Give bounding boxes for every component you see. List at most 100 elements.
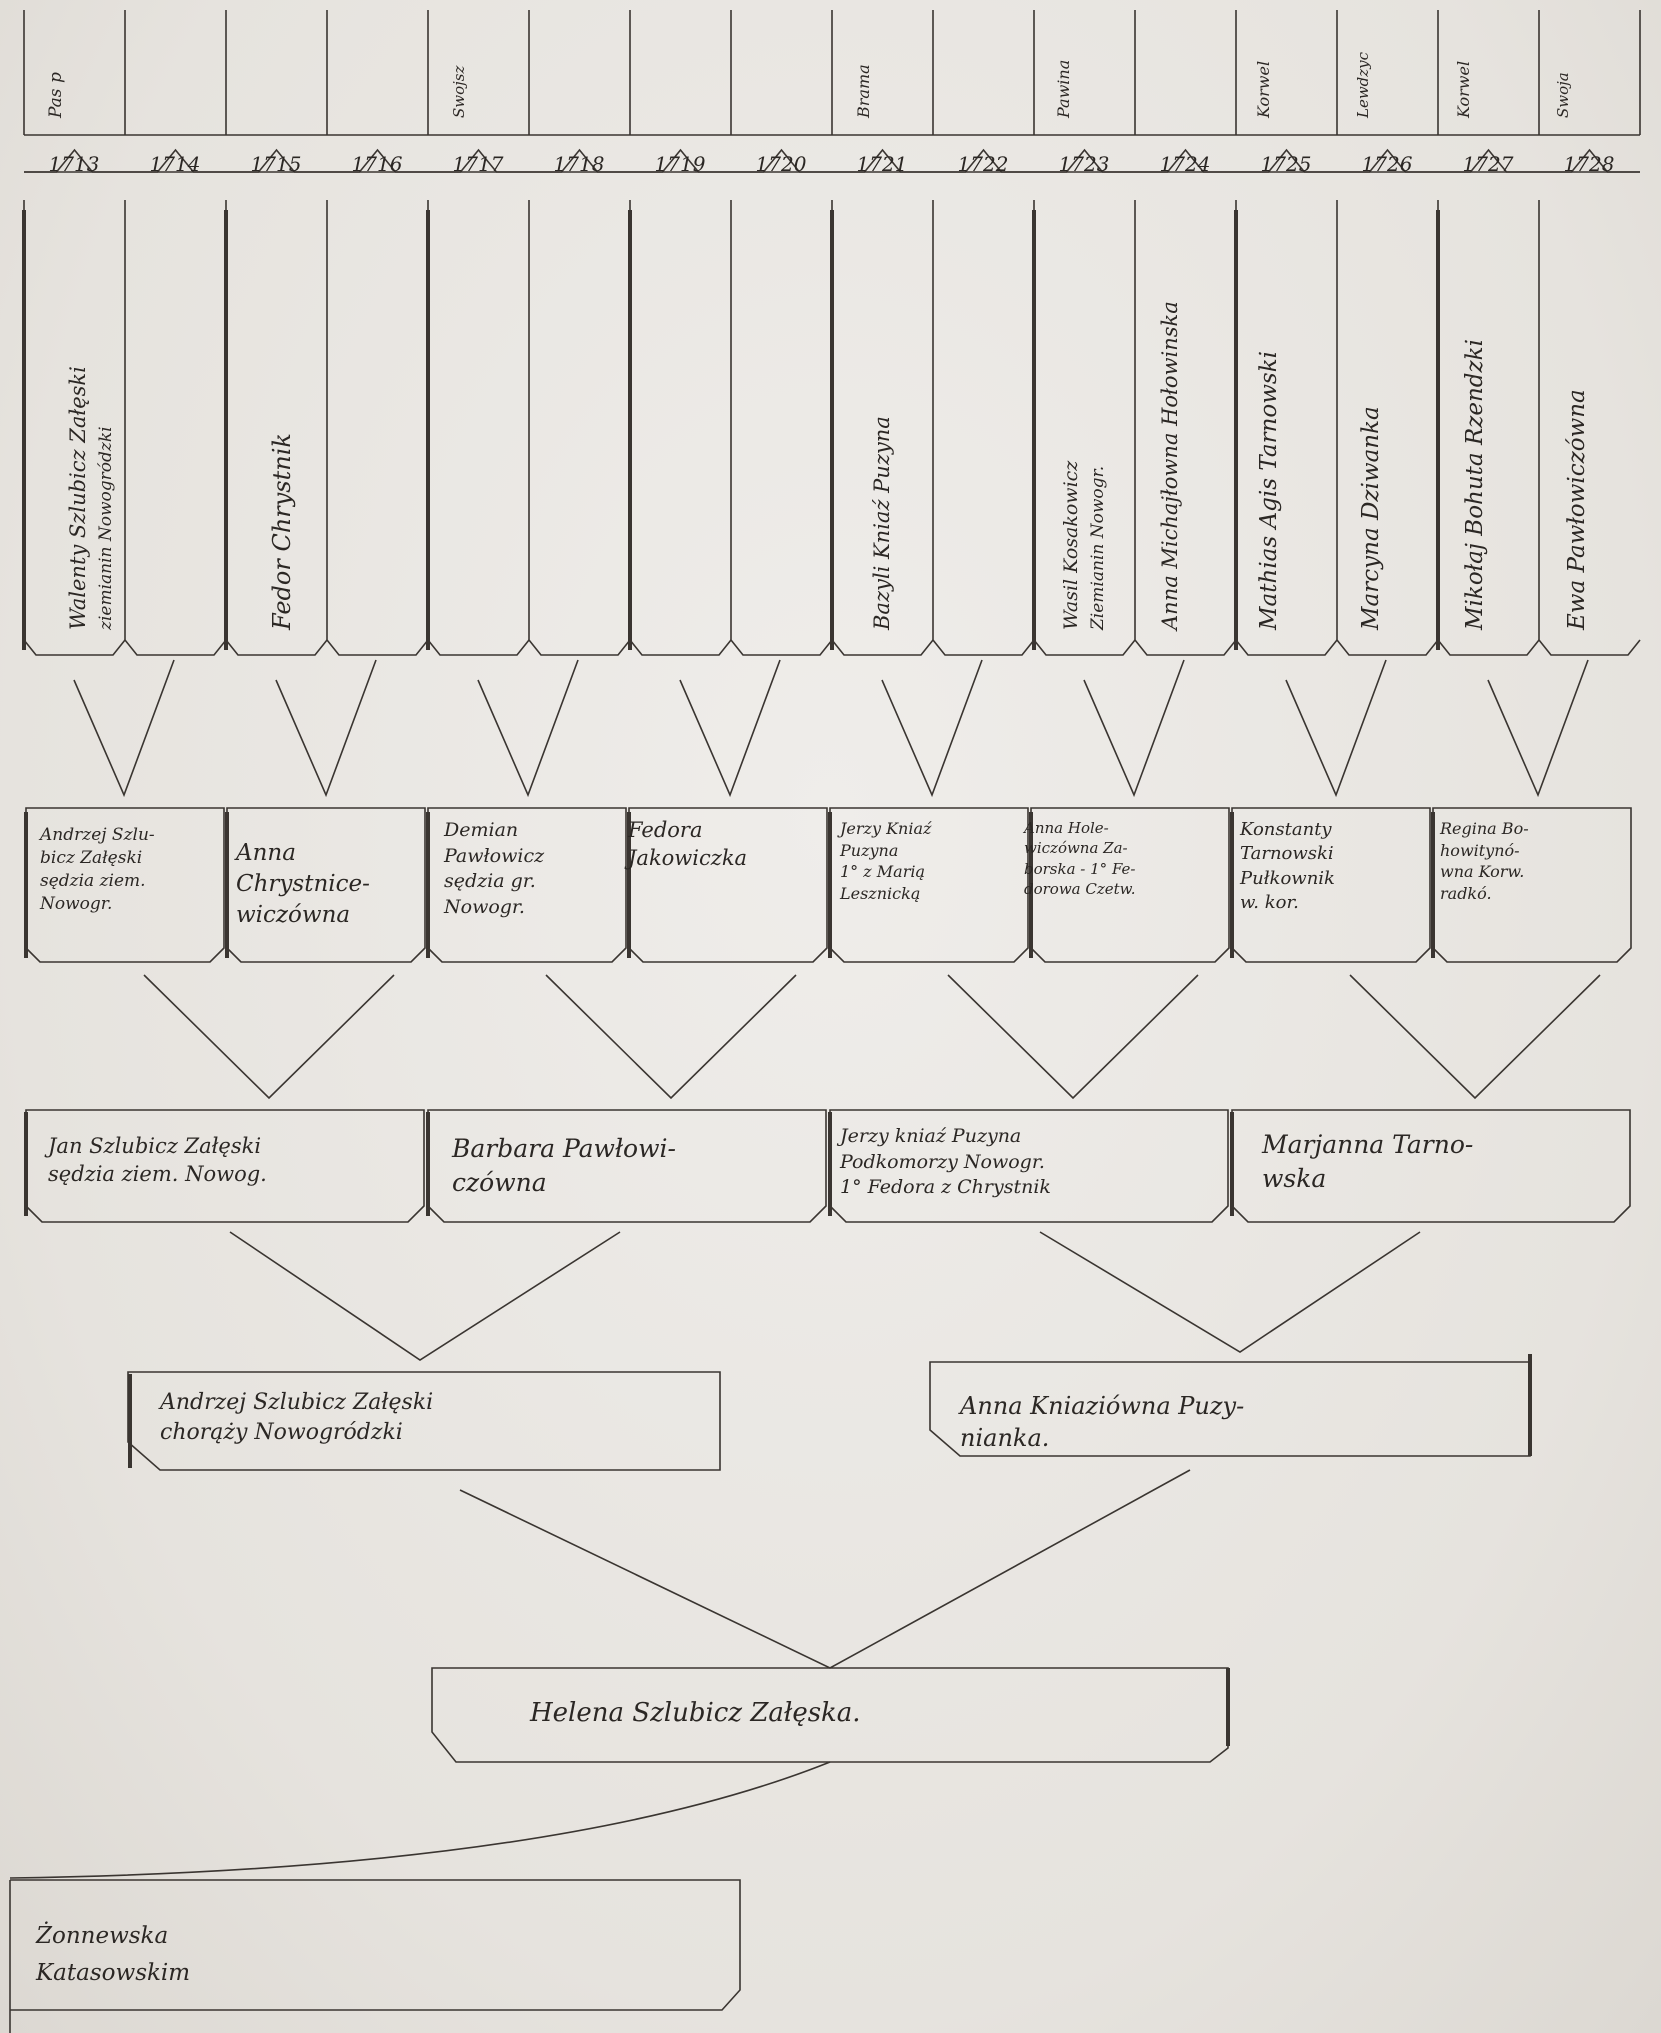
connector-g5-g4 <box>1083 659 1185 798</box>
year-label-1717: 1717 <box>452 152 504 176</box>
gen5-name-8: Mathias Agis Tarnowski <box>1256 350 1282 630</box>
gen5-name-6b: Ziemianin Nowogr. <box>1088 465 1108 630</box>
gen2-person-2: Anna Kniaziówna Puzy- nianka. <box>960 1392 1245 1453</box>
gen5-cell-top <box>1337 148 1438 173</box>
connector-g4-g3 <box>1349 974 1601 1100</box>
year-label-1719: 1719 <box>654 152 706 176</box>
gen5-cell-top <box>226 148 327 173</box>
gen4-person-5: Jerzy Kniaź Puzyna 1° z Marią Lesznicką <box>840 819 932 903</box>
connector-g5-g4 <box>1285 659 1387 798</box>
gen5-cell-bottom <box>124 200 227 656</box>
gen5-cell-top <box>1539 148 1640 173</box>
year-label-1724: 1724 <box>1159 152 1211 176</box>
connector-g4-g3 <box>143 974 395 1100</box>
gen4-person-1: Andrzej Szlu- bicz Załęski sędzia ziem. … <box>40 825 155 914</box>
top-note-1: Pas p <box>46 72 66 118</box>
gen5-cell-top <box>1034 148 1135 173</box>
year-label-1721: 1721 <box>856 152 908 176</box>
year-label-1726: 1726 <box>1361 152 1413 176</box>
gen2-box-right <box>929 1361 1531 1457</box>
gen3-person-4: Marjanna Tarno- wska <box>1262 1130 1474 1193</box>
gen5-cell-top <box>630 148 731 173</box>
gen5-cell-bottom <box>528 200 631 656</box>
gen0-box <box>10 1879 741 2011</box>
year-label-1722: 1722 <box>957 152 1009 176</box>
gen3-person-2: Barbara Pawłowi- czówna <box>452 1134 676 1197</box>
gen4-person-8: Regina Bo- howitynó- wna Korw. radkó. <box>1440 819 1529 903</box>
gen5-cell-bottom <box>932 200 1035 656</box>
gen5-cell-bottom <box>1235 200 1338 656</box>
gen4-person-2: Anna Chrystnice- wiczówna <box>236 840 370 929</box>
year-label-1723: 1723 <box>1058 152 1110 176</box>
gen5-cell-top <box>529 148 630 173</box>
connector-g3-g2-right <box>1039 1231 1421 1353</box>
top-note-3: Brama <box>854 64 873 118</box>
year-label-1715: 1715 <box>250 152 302 176</box>
connector-g5-g4 <box>73 659 175 798</box>
connector-g3-g2-left <box>229 1231 621 1361</box>
connector-g4-g3 <box>947 974 1199 1100</box>
gen5-cell-bottom <box>1336 200 1439 656</box>
gen5-cell-top <box>1438 148 1539 173</box>
gen5-cell-top <box>933 148 1034 173</box>
connector-g2-g1 <box>459 1469 1191 1669</box>
top-note-7: Korwel <box>1454 60 1473 118</box>
gen5-cell-top <box>24 148 125 173</box>
year-label-1725: 1725 <box>1260 152 1312 176</box>
top-note-8: Swoja <box>1554 72 1572 118</box>
gen5-cell-bottom <box>1437 200 1540 656</box>
gen1-person: Helena Szlubicz Załęska. <box>530 1698 861 1728</box>
gen5-name-5: Bazyli Kniaź Puzyna <box>870 416 894 630</box>
gen5-name-1a: Walenty Szlubicz Załęski <box>66 366 90 630</box>
top-note-4: Pawina <box>1054 59 1073 118</box>
connector-g5-g4 <box>679 659 781 798</box>
gen5-cell-bottom <box>427 200 530 656</box>
gen0-note: Żonnewska Katasowskim <box>36 1923 191 1986</box>
gen5-cell-bottom <box>629 200 732 656</box>
year-label-1728: 1728 <box>1563 152 1615 176</box>
gen4-person-4: Fedora Jakowiczka <box>628 818 748 871</box>
gen4-person-6: Anna Hole- wiczówna Za- borska - 1° Fe- … <box>1024 819 1136 898</box>
gen5-name-10: Mikołaj Bohuta Rzendzki <box>1462 339 1488 630</box>
gen4-person-3: Demian Pawłowicz sędzia gr. Nowogr. <box>444 819 545 918</box>
gen5-cell-top <box>327 148 428 173</box>
gen5-cell-top <box>731 148 832 173</box>
connector-g5-g4 <box>881 659 983 798</box>
gen2-person-1: Andrzej Szlubicz Załęski chorąży Nowogró… <box>160 1390 434 1445</box>
year-label-1727: 1727 <box>1462 152 1514 176</box>
year-label-1720: 1720 <box>755 152 807 176</box>
gen5-cell-top <box>1135 148 1236 173</box>
gen5-name-11: Ewa Pawłowiczówna <box>1564 389 1590 630</box>
connector-g4-g3 <box>545 974 797 1100</box>
gen5-cell-bottom <box>1538 200 1641 656</box>
gen5-cell-top <box>1236 148 1337 173</box>
year-label-1716: 1716 <box>351 152 403 176</box>
top-note-5: Korwel <box>1254 60 1273 118</box>
connector-g1-g0 <box>9 1761 831 1879</box>
top-note-6: Lewdzyc <box>1354 51 1372 118</box>
connector-g5-g4 <box>1487 659 1589 798</box>
connector-g5-g4 <box>275 659 377 798</box>
year-label-1713: 1713 <box>48 152 100 176</box>
gen5-cell-bottom <box>730 200 833 656</box>
gen5-name-7: Anna Michajłowna Hołowinska <box>1158 301 1182 630</box>
gen5-name-1b: ziemianin Nowogródzki <box>96 426 116 630</box>
gen5-name-6a: Wasil Kosakowicz <box>1060 460 1082 630</box>
gen5-cell-bottom <box>326 200 429 656</box>
gen5-name-2: Fedor Chrystnik <box>268 433 296 630</box>
gen5-cell-top <box>428 148 529 173</box>
year-label-1718: 1718 <box>553 152 605 176</box>
gen3-person-1: Jan Szlubicz Załęski sędzia ziem. Nowog. <box>48 1134 267 1187</box>
gen5-name-9: Marcyna Dziwanka <box>1358 406 1384 630</box>
gen4-person-7: Konstanty Tarnowski Pułkownik w. kor. <box>1240 819 1335 913</box>
top-note-2: Swojsz <box>450 65 468 118</box>
gen5-cell-top <box>832 148 933 173</box>
gen3-person-3: Jerzy kniaź Puzyna Podkomorzy Nowogr. 1°… <box>840 1125 1051 1199</box>
gen5-cell-top <box>125 148 226 173</box>
gen5-cell-bottom <box>1134 200 1237 656</box>
connector-g5-g4 <box>477 659 579 798</box>
gen5-cell-bottom <box>1033 200 1136 656</box>
year-label-1714: 1714 <box>149 152 201 176</box>
